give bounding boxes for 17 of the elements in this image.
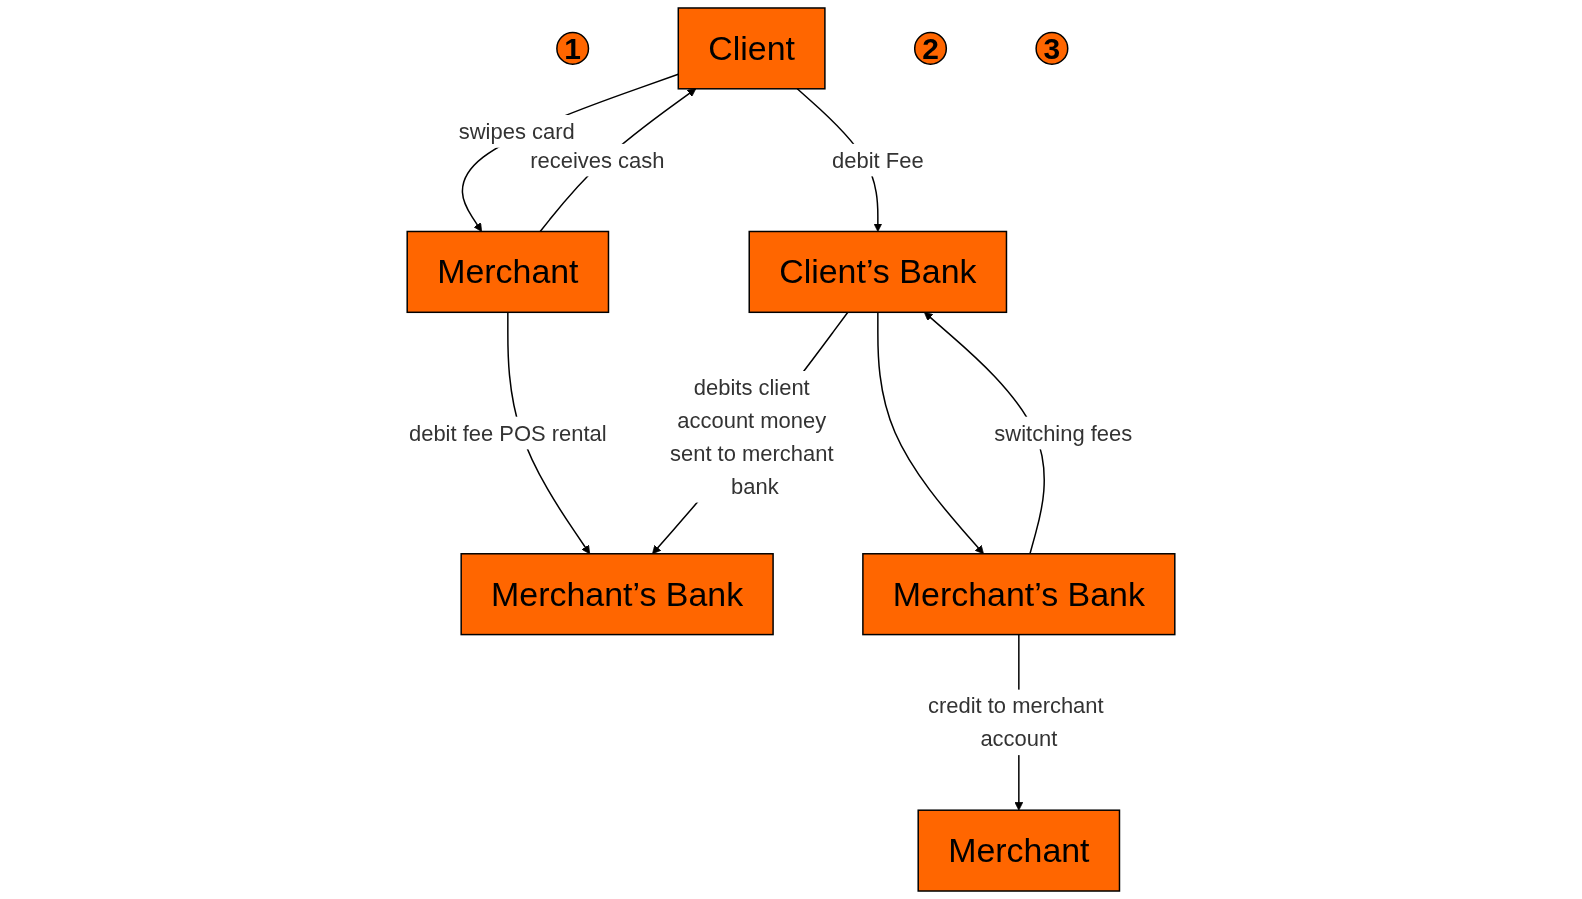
node-circle: 3 [1035, 31, 1069, 65]
node-box: Client’s Bank [748, 230, 1008, 314]
edge-label: debit Fee [832, 147, 924, 173]
node-circle: 1 [556, 31, 590, 65]
edge-label: debit fee POS rental [409, 420, 607, 446]
edge-label: debits client account money sent to merchant bank [670, 374, 834, 499]
edge-label: swipes card [458, 118, 575, 144]
node-box: Merchant [917, 809, 1121, 892]
node-circle: 2 [913, 31, 948, 65]
node-box: Merchant’s Bank [460, 553, 774, 636]
node-box: Merchant [406, 230, 610, 314]
arrow [877, 311, 984, 555]
node-box: Client [677, 7, 826, 90]
edge-label: receives cash [530, 147, 665, 173]
edge-label: credit to merchant account [927, 693, 1104, 752]
node-box: Merchant’s Bank [862, 553, 1176, 636]
edge-label: switching fees [994, 420, 1133, 446]
